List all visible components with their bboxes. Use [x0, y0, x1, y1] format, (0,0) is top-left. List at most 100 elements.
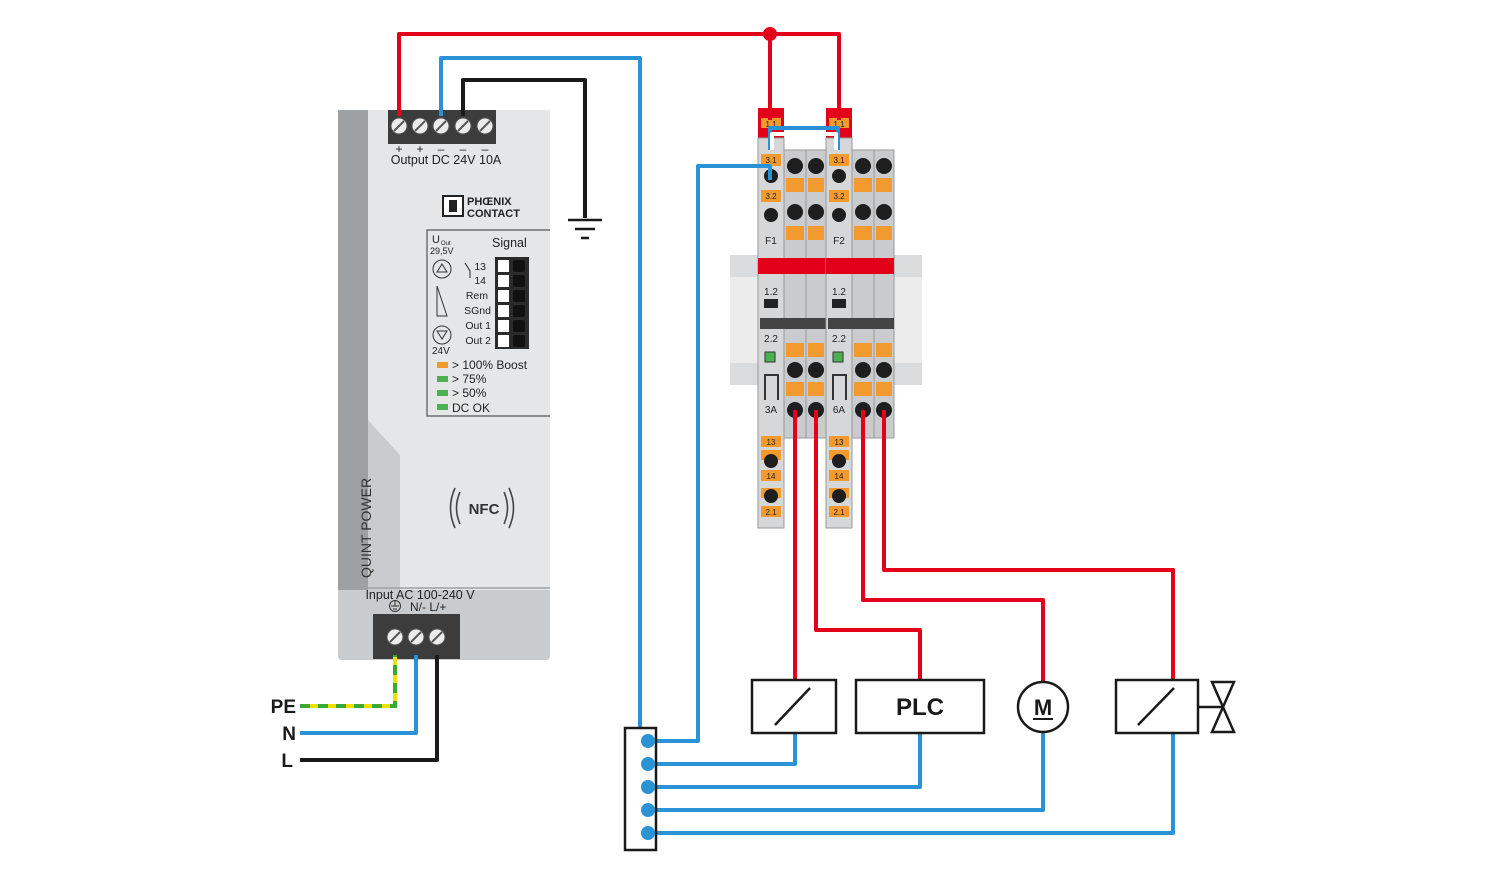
signal-pin: [498, 290, 509, 302]
relay-coil-icon: [774, 687, 811, 726]
tag: [829, 154, 849, 166]
screw-slot: [389, 631, 401, 643]
distribution-terminal: [641, 803, 655, 817]
wire-return-valve: [648, 733, 1175, 835]
breaker-red-band: [826, 258, 894, 274]
screw-slot: [435, 120, 447, 132]
breaker-name: F1: [765, 236, 777, 247]
signal-title: Signal: [492, 236, 527, 250]
terminal-hole: [832, 169, 846, 183]
breaker-indicator: [764, 299, 778, 308]
breaker-lever-icon: [764, 374, 779, 400]
earth-ground-icon: [568, 218, 602, 240]
screw-slot: [479, 120, 491, 132]
tag: [829, 470, 849, 481]
side-label: QUINT POWER: [358, 478, 374, 578]
led-50: [437, 390, 448, 396]
signal-pin-hole: [513, 290, 525, 302]
terminal-signs: + + – – –: [395, 142, 488, 156]
uout-max: 29,5V: [430, 246, 454, 256]
tag-label: 13: [767, 438, 776, 447]
nfc-wave-left-icon: [449, 487, 461, 529]
relay-coil: [750, 678, 838, 735]
led-75: [437, 376, 448, 382]
breaker-red-band: [758, 258, 826, 274]
led-label: > 50%: [452, 386, 487, 400]
signal-pin-hole: [513, 305, 525, 317]
tag: [829, 118, 849, 128]
wire-ground: [461, 78, 587, 218]
led-label: > 75%: [452, 372, 487, 386]
psu-side-stripe: [338, 110, 368, 590]
signal-pin: [498, 260, 509, 272]
ramp-icon: [436, 285, 448, 317]
screw-slot: [414, 120, 426, 132]
led-boost: [437, 362, 448, 368]
wire-pe-stripe: [300, 655, 397, 708]
tag: [761, 470, 781, 481]
mains-label-pe: PE: [271, 697, 296, 718]
tag-label: 13: [835, 438, 844, 447]
uout-sub: Out: [441, 241, 451, 247]
ground-symbol-small-icon: [389, 600, 401, 612]
tag: [761, 190, 781, 202]
signal-pins: [498, 260, 509, 347]
wire-out-motor: [861, 410, 1045, 683]
wire-pe: [300, 655, 397, 708]
input-label: Input AC 100-240 V: [365, 588, 475, 602]
brand-line1: PHŒNIX: [467, 196, 512, 208]
signal-pin-labels: 13 14 Rem SGnd Out 1 Out 2: [464, 261, 491, 347]
plc-label: PLC: [896, 694, 944, 721]
wire-return-relay: [648, 733, 797, 766]
terminal-lever: [876, 382, 892, 396]
wire-out-valve: [882, 410, 1175, 682]
terminal-hole: [808, 362, 824, 378]
wire-bridge: [770, 132, 838, 150]
input-pins-label: N/- L/+: [410, 600, 446, 614]
distribution-block: [623, 726, 658, 852]
terminal-lever: [876, 226, 892, 240]
tag-label: 1.2: [832, 287, 846, 298]
signal-pin-label: Rem: [466, 290, 488, 302]
screw-slot: [393, 120, 405, 132]
terminal-sign: –: [460, 142, 467, 156]
signal-pin-label: Out 2: [465, 335, 491, 347]
mains-label-l: L: [281, 751, 293, 772]
screw-slot: [457, 120, 469, 132]
screw-slot: [410, 631, 422, 643]
led-label: DC OK: [452, 401, 490, 415]
tag-label: 3.2: [833, 192, 845, 201]
motor-icon: [1016, 680, 1070, 734]
terminal-lever: [786, 226, 804, 240]
input-screws: [386, 628, 446, 646]
mains-labels: PE N L: [271, 697, 296, 772]
terminal-lever: [854, 178, 872, 192]
breaker-rating: 3A: [765, 405, 778, 416]
brand-logo-mark: [449, 200, 457, 212]
terminal-lever: [808, 226, 824, 240]
distribution-terminal: [641, 757, 655, 771]
tag-label: 1.1: [765, 120, 777, 129]
terminal-sign: –: [482, 142, 489, 156]
signal-pin-label: 14: [474, 275, 486, 287]
tag-label: 1.2: [764, 287, 778, 298]
breaker-lever-icon: [832, 374, 847, 400]
potentiometer-up-icon: [432, 259, 452, 279]
solenoid-valve: [1114, 678, 1236, 735]
distribution-terminal: [641, 780, 655, 794]
led-dc-ok: [437, 404, 448, 410]
plc-box: [854, 678, 986, 735]
brand-line2: CONTACT: [467, 208, 520, 220]
status-leds: > 100% Boost > 75% > 50% DC OK: [437, 358, 528, 415]
terminal-hole: [832, 454, 846, 468]
nfc-label: NFC: [469, 501, 500, 518]
terminal-sign: –: [438, 142, 445, 156]
valve-icon: [1210, 680, 1236, 734]
tag: [761, 118, 781, 128]
signal-pin: [498, 335, 509, 347]
screw-slot: [431, 631, 443, 643]
nfc-badge: NFC: [449, 487, 515, 529]
terminal-hole: [876, 204, 892, 220]
valve-coil-icon: [1137, 687, 1175, 726]
